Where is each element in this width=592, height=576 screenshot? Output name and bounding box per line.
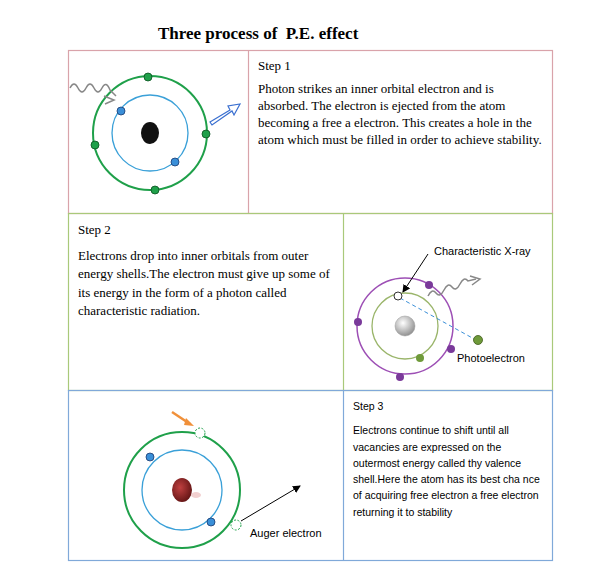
- step-text: Electrons continue to shift until all va…: [353, 422, 545, 520]
- step-text: Electrons drop into inner orbitals from …: [78, 247, 334, 320]
- step-heading: Step 1: [258, 58, 543, 75]
- illustration-panel: Characteristic X-rayPhotoelectron: [345, 215, 551, 389]
- step-panel: Step 3 Electrons continue to shift until …: [345, 392, 551, 559]
- callout-label: Photoelectron: [455, 352, 527, 364]
- step-heading: Step 3: [353, 398, 545, 414]
- row-frame: [69, 51, 553, 214]
- callout-label: Auger electron: [248, 527, 324, 539]
- diagram-title: Three process of P.E. effect: [158, 24, 358, 44]
- row-frame: [69, 391, 553, 561]
- row-frame: [69, 214, 553, 391]
- step-heading: Step 2: [78, 221, 334, 239]
- callout-label: Characteristic X-ray: [432, 245, 533, 257]
- atom-step1: [70, 73, 240, 194]
- step-panel: Step 1 Photon strikes an inner orbital el…: [250, 52, 551, 212]
- illustration-panel: Auger electron: [70, 392, 342, 559]
- step-panel: Step 2 Electrons drop into inner orbitals…: [70, 215, 342, 389]
- step-text: Photon strikes an inner orbital electron…: [258, 81, 543, 149]
